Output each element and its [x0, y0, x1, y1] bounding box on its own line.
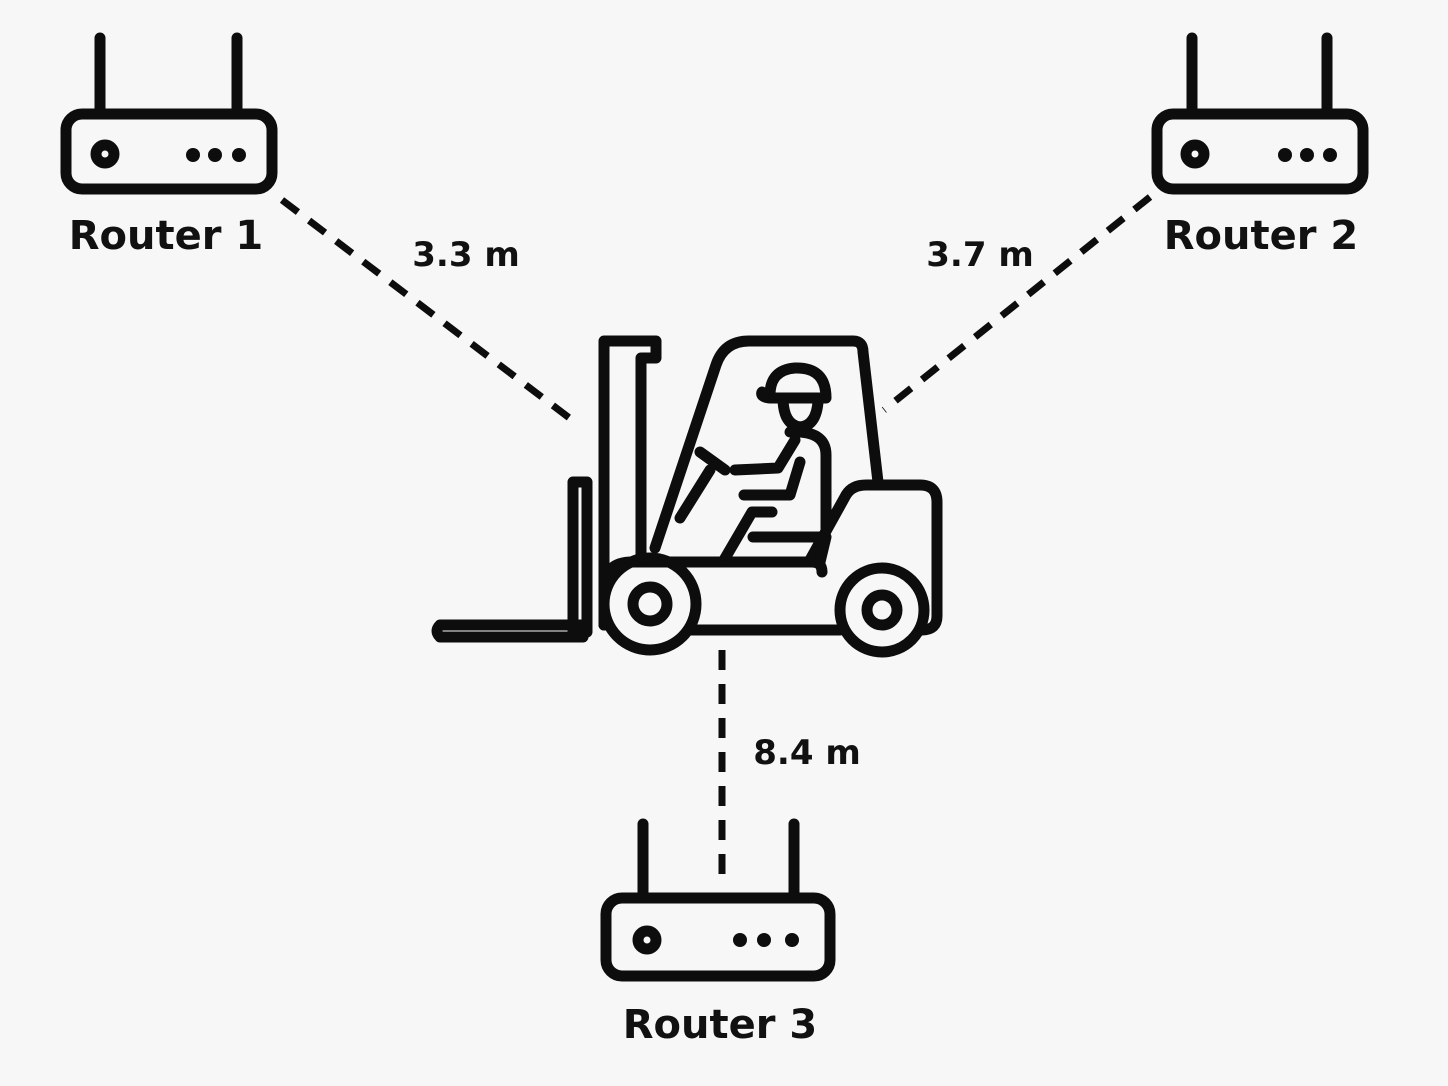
driver-head: [777, 394, 824, 433]
fork-blade: [431, 619, 589, 643]
fork-carriage: [567, 476, 593, 638]
front-wheel: [598, 552, 702, 656]
router-label: Router 3: [623, 1002, 818, 1048]
router-icon: [60, 32, 278, 195]
distance-line-router-1: [279, 197, 583, 429]
forklift-icon: [431, 335, 943, 658]
rear-wheel: [834, 562, 930, 658]
driver-icon: [718, 362, 832, 566]
distance-label-router-3: 8.4 m: [753, 733, 861, 773]
counterweight: [804, 479, 943, 636]
driver-torso: [784, 426, 832, 534]
router-icon: [1151, 32, 1369, 195]
driver-arm: [729, 434, 806, 501]
router-label: Router 2: [1164, 213, 1359, 259]
driver-leg: [718, 506, 778, 566]
router-label: Router 1: [69, 213, 264, 259]
mast: [598, 335, 662, 631]
hard-hat: [756, 362, 832, 404]
router-2: Router 2: [1151, 32, 1369, 259]
router-1: Router 1: [60, 32, 278, 259]
steering-wheel: [674, 446, 731, 524]
distance-line-router-2: [881, 194, 1153, 413]
router-icon: [600, 818, 836, 982]
overhead-guard: [649, 335, 884, 554]
distance-label-router-2: 3.7 m: [926, 235, 1034, 275]
seat: [747, 531, 832, 568]
router-3: Router 3: [600, 818, 836, 1048]
distance-label-router-1: 3.3 m: [412, 235, 520, 275]
